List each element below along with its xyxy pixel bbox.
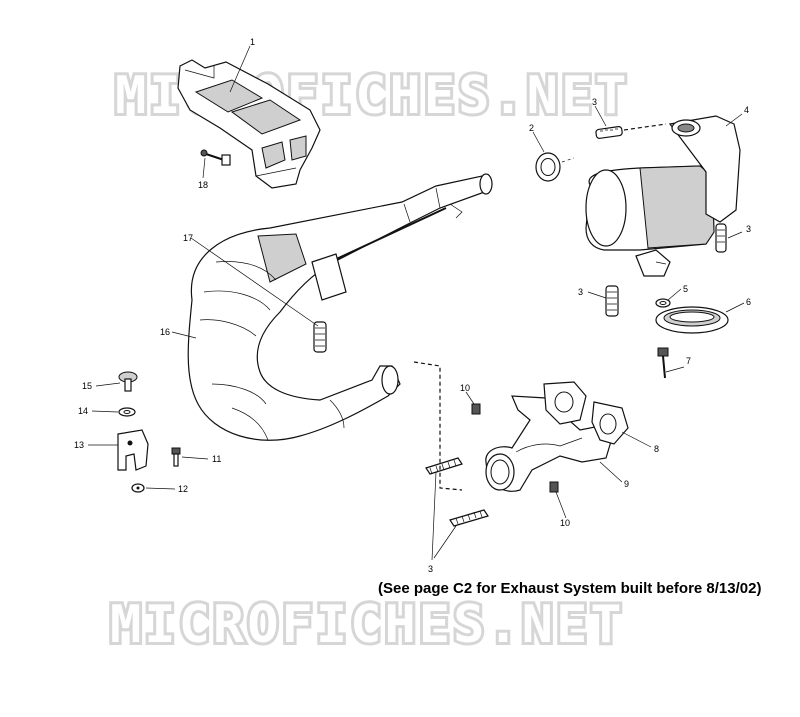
callout-7: 7 bbox=[686, 356, 691, 366]
part-15-bolt bbox=[118, 371, 138, 392]
part-10-bolt-lower bbox=[549, 481, 559, 493]
callout-6: 6 bbox=[746, 297, 751, 307]
callout-2: 2 bbox=[529, 123, 534, 133]
callout-16: 16 bbox=[160, 327, 170, 337]
part-17-spring bbox=[313, 321, 327, 353]
callouts: 1 18 2 3 4 3 3 5 6 7 8 9 10 10 17 16 15 … bbox=[74, 37, 751, 574]
part-3-spring-lower-1 bbox=[425, 457, 463, 475]
part-6-grommet bbox=[655, 306, 729, 334]
callout-17: 17 bbox=[183, 233, 193, 243]
part-7-screw bbox=[657, 347, 669, 379]
part-10-bolt-upper bbox=[471, 403, 481, 415]
part-9-manifold bbox=[485, 395, 613, 492]
part-5-washer bbox=[655, 298, 671, 308]
part-3-spring-top bbox=[595, 123, 667, 139]
callout-3-right: 3 bbox=[746, 224, 751, 234]
part-18-bolt bbox=[200, 149, 231, 166]
callout-8: 8 bbox=[654, 444, 659, 454]
callout-4: 4 bbox=[744, 105, 749, 115]
callout-3-top: 3 bbox=[592, 97, 597, 107]
part-3-spring-middle bbox=[605, 285, 619, 317]
callout-18: 18 bbox=[198, 180, 208, 190]
callout-12: 12 bbox=[178, 484, 188, 494]
callout-5: 5 bbox=[683, 284, 688, 294]
callout-15: 15 bbox=[82, 381, 92, 391]
part-16-exhaust-pipe bbox=[187, 173, 493, 441]
part-3-spring-right bbox=[715, 223, 727, 253]
part-12-nut bbox=[131, 483, 145, 493]
callout-13: 13 bbox=[74, 440, 84, 450]
callout-10-lower: 10 bbox=[560, 518, 570, 528]
callout-1: 1 bbox=[250, 37, 255, 47]
note-text: (See page C2 for Exhaust System built be… bbox=[378, 580, 762, 597]
callout-10-upper: 10 bbox=[460, 383, 470, 393]
part-13-bracket bbox=[117, 429, 149, 471]
leader-lines bbox=[88, 45, 745, 561]
callout-11: 11 bbox=[212, 454, 221, 464]
part-8-flange-gasket bbox=[543, 381, 629, 445]
callout-3-middle: 3 bbox=[578, 287, 583, 297]
callout-9: 9 bbox=[624, 479, 629, 489]
part-3-spring-lower-2 bbox=[449, 509, 489, 527]
part-11-bolt bbox=[171, 447, 181, 467]
part-1-bracket bbox=[177, 59, 321, 189]
callout-3-lower: 3 bbox=[428, 564, 433, 574]
part-4-muffler bbox=[585, 115, 741, 277]
watermark-bottom: MICROFICHES.NET bbox=[107, 592, 625, 658]
callout-14: 14 bbox=[78, 406, 88, 416]
part-14-washer bbox=[118, 407, 136, 417]
part-2-gasket bbox=[535, 152, 575, 182]
